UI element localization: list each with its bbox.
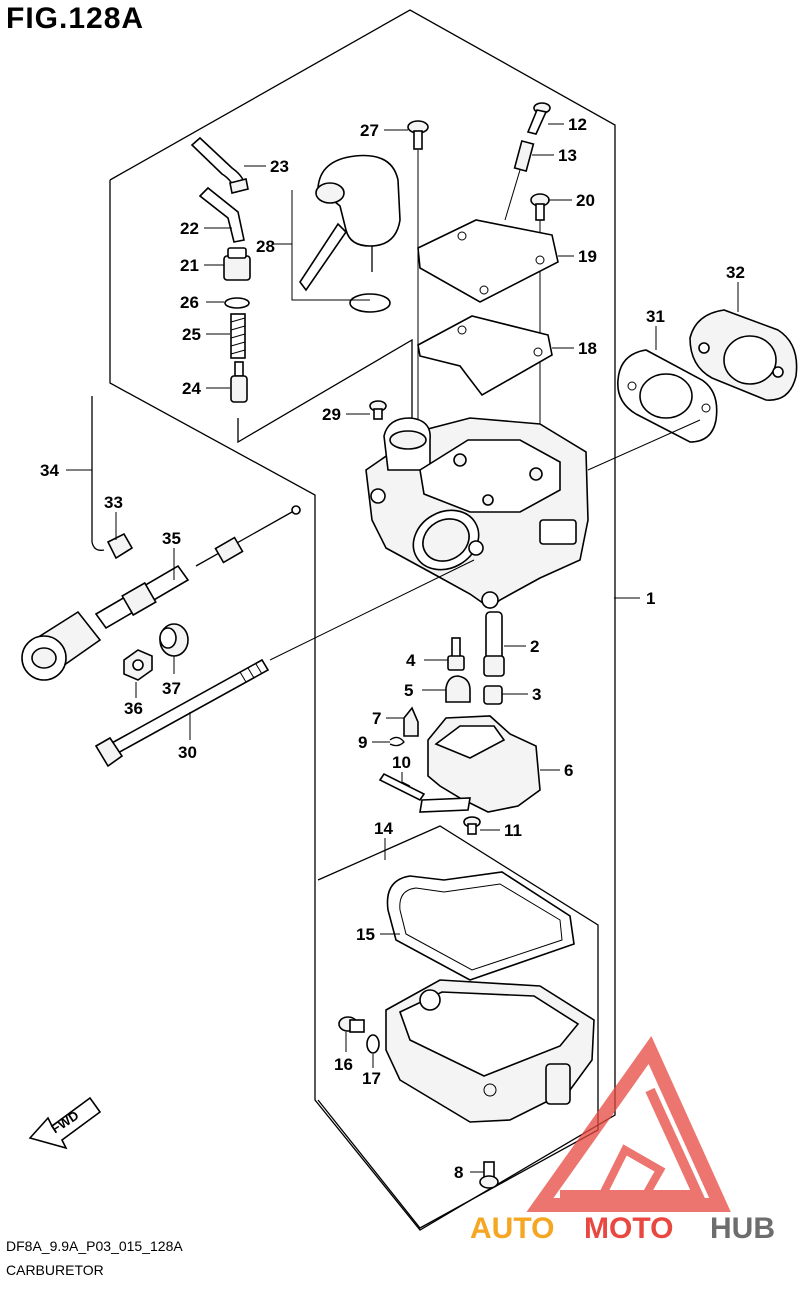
part-label-27: 27 (360, 121, 379, 140)
part-label-4: 4 (406, 651, 416, 670)
part-label-12: 12 (568, 115, 587, 134)
part-label-1: 1 (646, 589, 655, 608)
main-jet-icon (483, 685, 503, 705)
bowl-screw-icon (479, 1161, 499, 1189)
carburetor-body-icon (365, 417, 589, 609)
rod-clip-icon (106, 532, 134, 560)
watermark-text-hub: HUB (710, 1212, 775, 1245)
cover-screw-icon (530, 193, 550, 221)
part-label-2: 2 (530, 637, 539, 656)
part-label-31: 31 (646, 307, 665, 326)
long-bolt-icon (94, 658, 270, 768)
small-spring-icon (513, 139, 535, 173)
part-label-37: 37 (162, 679, 181, 698)
screw-icon (407, 120, 429, 150)
jet-cap-icon (445, 675, 471, 703)
part-label-14: 14 (374, 819, 393, 838)
part-label-33: 33 (104, 493, 123, 512)
adjust-screw-icon (526, 102, 551, 135)
spring-icon (230, 313, 246, 359)
part-label-17: 17 (362, 1069, 381, 1088)
part-label-19: 19 (578, 247, 597, 266)
part-label-34: 34 (40, 461, 59, 480)
bushing-icon (159, 623, 189, 657)
figure-code: DF8A_9.9A_P03_015_128A (6, 1238, 183, 1254)
choke-knob-cable-icon (21, 505, 301, 681)
part-label-25: 25 (182, 325, 201, 344)
float-pin-icon (378, 772, 426, 802)
cover-gasket-icon (417, 315, 553, 397)
part-label-16: 16 (334, 1055, 353, 1074)
figure-name: CARBURETOR (6, 1262, 104, 1278)
part-label-26: 26 (180, 293, 199, 312)
part-label-21: 21 (180, 256, 199, 275)
part-label-24: 24 (182, 379, 201, 398)
float-bowl-icon (385, 979, 595, 1123)
cover-plate-icon (417, 219, 559, 303)
pilot-jet-icon (447, 637, 465, 671)
part-label-30: 30 (178, 743, 197, 762)
part-label-32: 32 (726, 263, 745, 282)
valve-clip-icon (389, 736, 405, 747)
part-label-6: 6 (564, 761, 573, 780)
part-label-9: 9 (358, 733, 367, 752)
part-label-7: 7 (372, 709, 381, 728)
float-screw-icon (463, 816, 481, 835)
float-icon (419, 715, 541, 813)
small-screw-icon (369, 400, 387, 420)
part-label-22: 22 (180, 219, 199, 238)
figure-title: FIG.128A (6, 2, 145, 35)
choke-group-frame (237, 338, 413, 444)
watermark-text-auto: AUTO (470, 1212, 554, 1245)
fitting-icon (223, 255, 251, 281)
float-bowl-frame (317, 825, 599, 1229)
hex-nut-icon (123, 649, 153, 681)
plunger-icon (230, 361, 248, 403)
part-label-35: 35 (162, 529, 181, 548)
drain-screw-icon (338, 1016, 365, 1033)
part-label-23: 23 (270, 157, 289, 176)
bent-pipe-icon (198, 186, 245, 243)
choke-solenoid-icon (299, 154, 401, 292)
part-label-10: 10 (392, 753, 411, 772)
forward-arrow-icon: FWD (28, 1096, 102, 1150)
part-label-15: 15 (356, 925, 375, 944)
part-label-28: 28 (256, 237, 275, 256)
assembly-outline (109, 9, 616, 1231)
part-label-11: 11 (504, 821, 522, 840)
main-nozzle-icon (483, 611, 505, 677)
part-label-18: 18 (578, 339, 597, 358)
part-label-5: 5 (404, 681, 413, 700)
part-label-36: 36 (124, 699, 143, 718)
part-label-20: 20 (576, 191, 595, 210)
link-rod-icon (91, 396, 105, 551)
watermark-logo (526, 1035, 731, 1212)
bowl-gasket-icon (386, 871, 575, 981)
o-ring-large-icon (349, 293, 391, 313)
o-ring-icon (224, 297, 250, 309)
part-label-8: 8 (454, 1163, 463, 1182)
drain-o-ring-icon (366, 1034, 380, 1054)
watermark-text-moto: MOTO (584, 1212, 673, 1245)
part-label-3: 3 (532, 685, 541, 704)
part-label-29: 29 (322, 405, 341, 424)
part-label-13: 13 (558, 146, 577, 165)
needle-valve-icon (403, 706, 419, 737)
